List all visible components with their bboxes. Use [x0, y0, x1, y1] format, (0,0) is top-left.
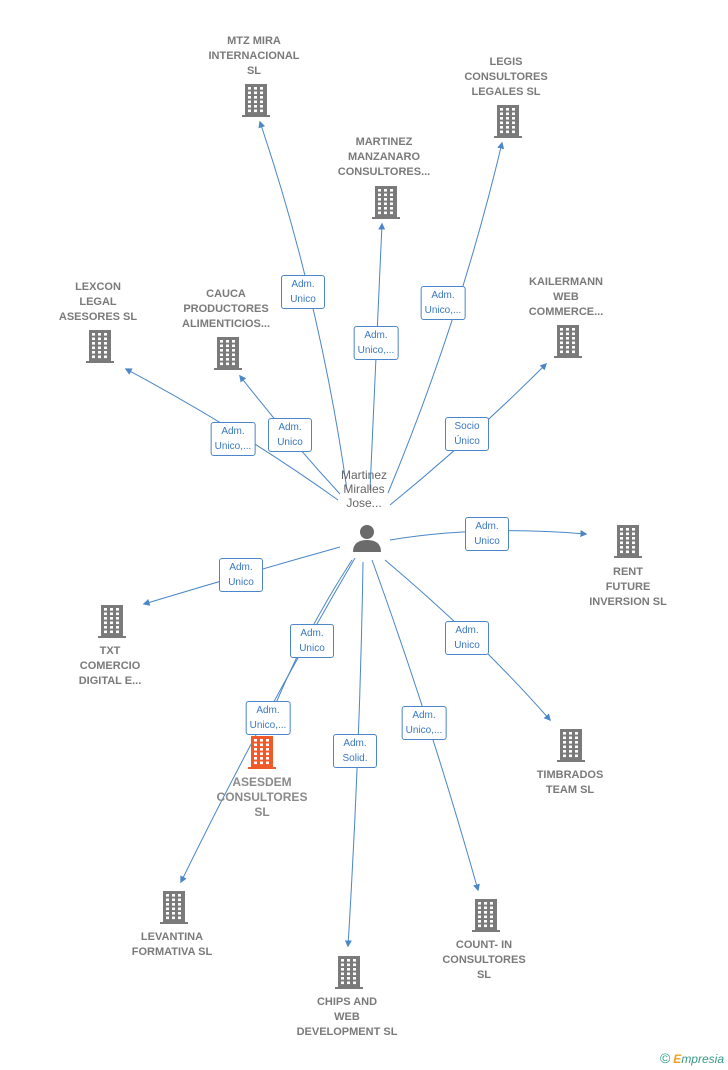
building-icon [242, 84, 270, 117]
building-icon [98, 605, 126, 638]
company-label-kailermann: KAILERMANN WEB COMMERCE... [528, 276, 604, 318]
building-icon [494, 105, 522, 138]
footer-brand[interactable]: ©Empresia [660, 1050, 724, 1066]
brand-initial: E [673, 1052, 682, 1066]
company-label-lexcon: LEXCON LEGAL ASESORES SL [58, 281, 138, 323]
edge-label-asesdem[interactable]: Adm. Unico [290, 624, 334, 658]
building-icon [372, 186, 400, 219]
company-label-txt: TXT COMERCIO DIGITAL E... [78, 645, 142, 687]
edge-label-kailermann[interactable]: Socio Único [445, 417, 489, 451]
center-person-label: Martinez Miralles Jose... [340, 468, 387, 510]
building-icon [86, 330, 114, 363]
company-label-martinez_manzanaro: MARTINEZ MANZANARO CONSULTORES... [337, 136, 431, 178]
person-icon [353, 525, 381, 552]
building-icon [472, 899, 500, 932]
company-label-mtz: MTZ MIRA INTERNACIONAL SL [208, 35, 300, 77]
company-label-count: COUNT- IN CONSULTORES SL [442, 939, 526, 981]
edge-label-legis[interactable]: Adm. Unico,... [420, 286, 466, 320]
edge-label-chips[interactable]: Adm. Solid. [333, 734, 377, 768]
edge-label-lexcon[interactable]: Adm. Unico,... [210, 422, 256, 456]
company-label-timbrados: TIMBRADOS TEAM SL [536, 769, 604, 796]
company-label-legis: LEGIS CONSULTORES LEGALES SL [464, 56, 548, 98]
edge-label-cauca[interactable]: Adm. Unico [268, 418, 312, 452]
building-icon [614, 525, 642, 558]
building-icon [335, 956, 363, 989]
company-label-asesdem: ASESDEM CONSULTORES SL [216, 775, 308, 819]
edge-label-timbrados[interactable]: Adm. Unico [445, 621, 489, 655]
brand-name: mpresia [681, 1052, 724, 1066]
company-label-levantina: LEVANTINA FORMATIVA SL [131, 931, 213, 958]
edge-label-txt[interactable]: Adm. Unico [219, 558, 263, 592]
copyright-symbol: © [659, 1050, 671, 1066]
edge-label-count[interactable]: Adm. Unico,... [401, 706, 447, 740]
building-icon [554, 325, 582, 358]
edge-label-martinez_manzanaro[interactable]: Adm. Unico,... [353, 326, 399, 360]
company-label-chips: CHIPS AND WEB DEVELOPMENT SL [296, 996, 398, 1038]
edge-label-rent[interactable]: Adm. Unico [465, 517, 509, 551]
building-icon [248, 736, 276, 769]
edge-label-levantina[interactable]: Adm. Unico,... [245, 701, 291, 735]
company-label-cauca: CAUCA PRODUCTORES ALIMENTICIOS... [182, 288, 270, 330]
building-icon [557, 729, 585, 762]
building-icon [214, 337, 242, 370]
building-icon [160, 891, 188, 924]
company-label-rent: RENT FUTURE INVERSION SL [589, 566, 667, 608]
edge-label-mtz[interactable]: Adm. Unico [281, 275, 325, 309]
